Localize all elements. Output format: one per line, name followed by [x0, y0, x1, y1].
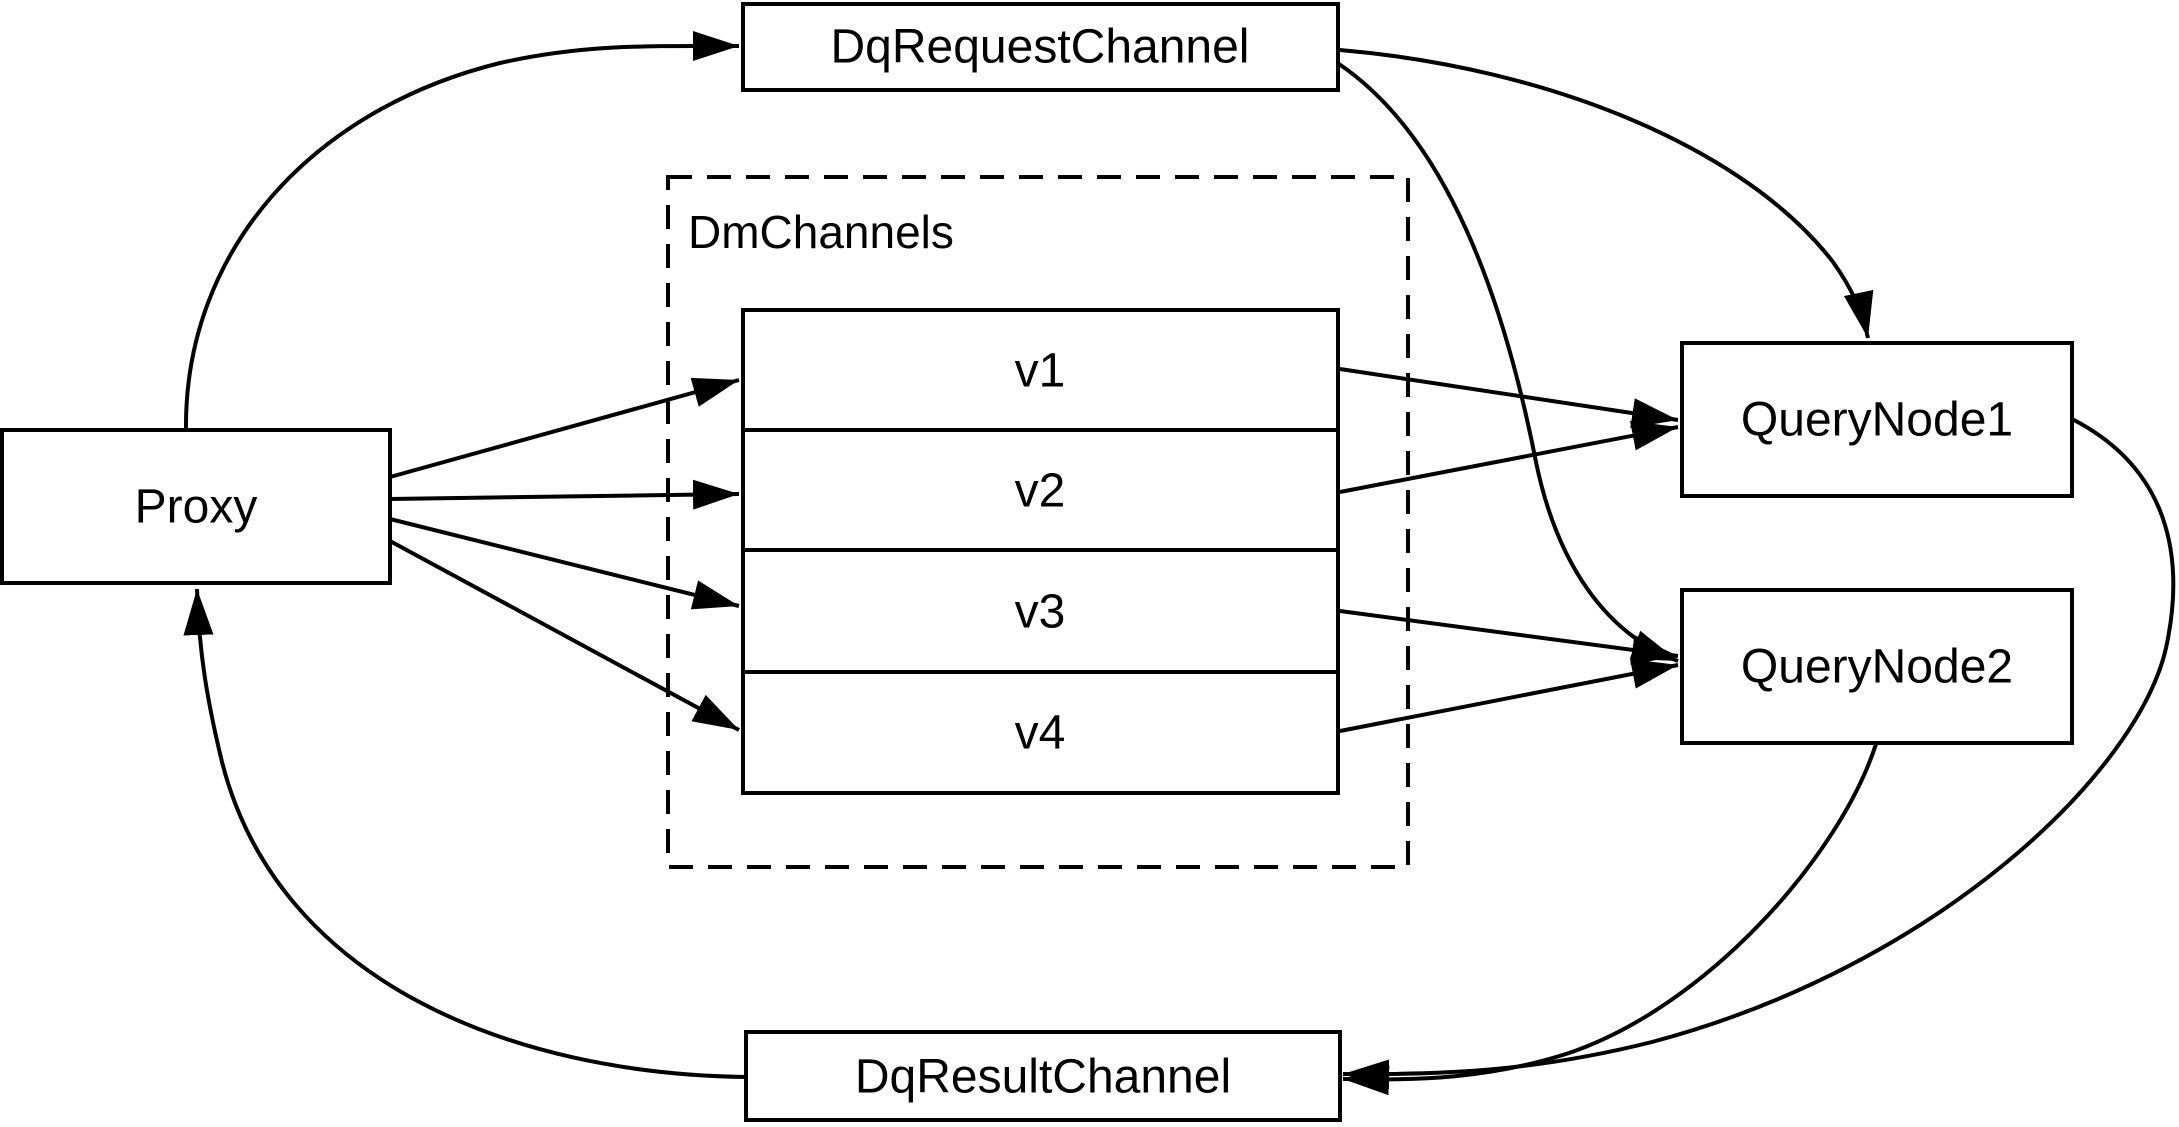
- query-node-1-label: QueryNode1: [1741, 394, 2013, 447]
- query-node-2-label: QueryNode2: [1741, 641, 2013, 694]
- node-proxy: Proxy: [0, 428, 392, 585]
- edge-v4-to-querynode2: [1339, 659, 1679, 733]
- channel-v4-label: v4: [1015, 707, 1066, 760]
- dm-channels-label: DmChannels: [688, 206, 954, 258]
- node-dq-request-channel: DqRequestChannel: [741, 2, 1340, 92]
- proxy-label: Proxy: [135, 481, 258, 534]
- dm-channels-dashed-box: [666, 175, 1410, 869]
- edge-proxy-to-v4: [389, 539, 740, 732]
- edge-proxy-to-dqrequestchannel: [183, 30, 740, 431]
- edge-v2-to-querynode1: [1339, 420, 1679, 494]
- edge-dqresultchannel-to-proxy: [183, 588, 747, 1079]
- edge-querynode2-to-dqresultchannel: [1342, 743, 1878, 1096]
- edge-proxy-to-v2: [389, 479, 740, 510]
- dq-result-channel-box: [744, 1030, 1342, 1122]
- edge-dqrequestchannel-to-querynode2: [1337, 62, 1679, 663]
- channel-v3-label: v3: [1015, 586, 1066, 639]
- query-node-1-box: [1680, 341, 2074, 498]
- proxy-box: [0, 428, 392, 585]
- node-query-node-2: QueryNode2: [1680, 588, 2074, 745]
- dq-request-channel-label: DqRequestChannel: [831, 21, 1250, 74]
- edge-dqrequestchannel-to-querynode1: [1339, 48, 1874, 339]
- edge-proxy-to-v1: [389, 377, 740, 479]
- group-dm-channels: DmChannels v1 v2 v3 v4: [666, 175, 1410, 869]
- edge-querynode1-to-dqresultchannel: [1342, 417, 2176, 1090]
- edge-v3-to-querynode2: [1339, 609, 1679, 665]
- node-query-node-1: QueryNode1: [1680, 341, 2074, 498]
- edge-v1-to-querynode1: [1339, 367, 1679, 428]
- dq-result-channel-label: DqResultChannel: [855, 1051, 1231, 1104]
- edge-proxy-to-v3: [389, 517, 740, 610]
- channel-v1-label: v1: [1015, 345, 1066, 398]
- channel-v2-label: v2: [1015, 465, 1066, 518]
- edge-group: [183, 30, 2176, 1096]
- node-dq-result-channel: DqResultChannel: [744, 1030, 1342, 1122]
- dq-request-channel-box: [741, 2, 1340, 92]
- query-node-2-box: [1680, 588, 2074, 745]
